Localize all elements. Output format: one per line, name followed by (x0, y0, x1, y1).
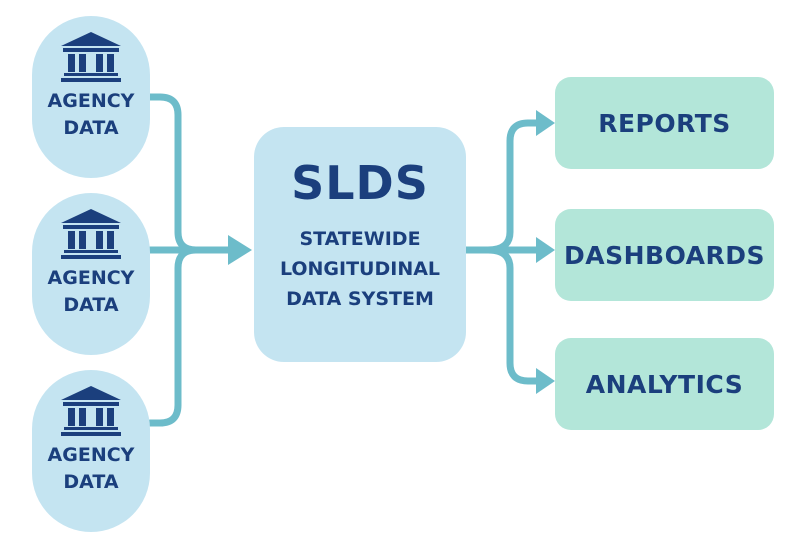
bank-icon (61, 386, 121, 436)
source-label-line1: AGENCY (47, 267, 135, 289)
source-label-line2: DATA (63, 471, 119, 493)
hub-subtitle-line2: LONGITUDINAL (279, 258, 441, 280)
source-agency-data-1: AGENCY DATA (32, 16, 150, 178)
arrowhead-to-dashboards (536, 237, 555, 263)
source-label-line2: DATA (63, 294, 119, 316)
source-label-line1: AGENCY (47, 444, 135, 466)
source-label-line1: AGENCY (47, 90, 135, 112)
arrowhead-to-reports (536, 110, 555, 136)
connector-output-1 (462, 119, 544, 254)
source-label: AGENCY DATA (32, 88, 150, 142)
source-agency-data-2: AGENCY DATA (32, 193, 150, 355)
source-agency-data-3: AGENCY DATA (32, 370, 150, 532)
connector-source-1 (146, 93, 200, 254)
source-label: AGENCY DATA (32, 442, 150, 496)
slds-hub: SLDS STATEWIDE LONGITUDINAL DATA SYSTEM (254, 127, 466, 362)
bank-icon (61, 32, 121, 82)
hub-subtitle: STATEWIDE LONGITUDINAL DATA SYSTEM (254, 224, 466, 314)
output-reports: REPORTS (555, 77, 774, 169)
connector-output-3 (484, 246, 544, 385)
hub-subtitle-line1: STATEWIDE (299, 228, 421, 250)
source-label-line2: DATA (63, 117, 119, 139)
hub-subtitle-line3: DATA SYSTEM (286, 288, 434, 310)
source-label: AGENCY DATA (32, 265, 150, 319)
arrowhead-to-hub (228, 235, 252, 265)
connector-source-3 (146, 246, 200, 427)
output-analytics: ANALYTICS (555, 338, 774, 430)
output-dashboards: DASHBOARDS (555, 209, 774, 301)
bank-icon (61, 209, 121, 259)
hub-title: SLDS (291, 156, 429, 210)
arrowhead-to-analytics (536, 368, 555, 394)
